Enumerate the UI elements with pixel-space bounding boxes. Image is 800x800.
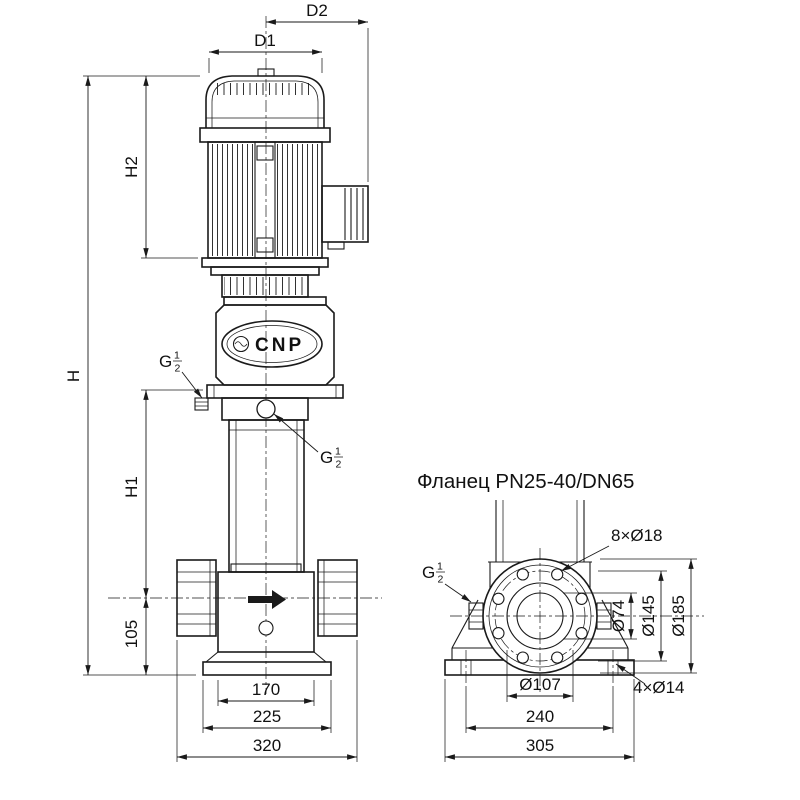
- foot-slope-left: [205, 651, 219, 663]
- lifting-lug-bottom: [256, 237, 274, 253]
- thread-numerator: 1: [437, 561, 443, 573]
- thread-letter: G: [320, 448, 333, 467]
- bolt-hole: [551, 568, 564, 581]
- cnp-logo-wave: [234, 341, 248, 347]
- thread-letter: G: [159, 352, 172, 371]
- dim-d145-label: Ø145: [639, 595, 658, 637]
- bolt-hole: [492, 627, 505, 640]
- bolt-hole: [575, 627, 588, 640]
- thread-denominator: 2: [438, 574, 444, 586]
- motor-flange-lower: [210, 266, 320, 276]
- bolt-hole: [551, 651, 564, 664]
- cnp-logo-text: CNP: [255, 335, 304, 356]
- front-view-dimensions: D2 D1 H H2 H1 105 170 225 320: [64, 1, 369, 762]
- dim-105-label: 105: [122, 620, 141, 648]
- front-view: CNP: [108, 16, 382, 694]
- gauge-port: [256, 399, 276, 419]
- flange-title: Фланец PN25-40/DN65: [417, 470, 634, 493]
- motor-fins-left: [211, 144, 255, 256]
- drain-plug: [258, 620, 274, 636]
- coupling-guard-slots: [224, 277, 306, 295]
- flange-view-dimensions: 8×Ø18 G 1 2 Ø74 Ø145 Ø185 4×Ø14 Ø107: [422, 526, 697, 762]
- motor-nameplate-channel: [254, 141, 276, 259]
- logo-badge: [221, 320, 323, 368]
- flange-view: Фланец PN25-40/DN65: [417, 470, 704, 695]
- dim-d74-label: Ø74: [609, 600, 628, 632]
- dim-base-holes-label: 4×Ø14: [633, 678, 685, 697]
- cable-gland: [327, 241, 345, 250]
- thread-label-boss: G 1 2: [422, 561, 472, 603]
- dim-h2-label: H2: [122, 156, 141, 178]
- fan-cover-inner: [211, 80, 319, 128]
- pump-column: [228, 419, 305, 573]
- head-top-plate: [223, 296, 327, 306]
- dim-240-label: 240: [526, 707, 554, 726]
- thread-label-gauge: G 1 2: [273, 413, 343, 471]
- dim-bolt-holes-label: 8×Ø18: [611, 526, 663, 545]
- dim-h1-label: H1: [122, 476, 141, 498]
- vent-plug: [194, 397, 209, 411]
- dim-d1-label: D1: [254, 31, 276, 50]
- fan-cover-rim: [199, 127, 331, 143]
- dim-d185-label: Ø185: [669, 595, 688, 637]
- foot-slope-right: [313, 651, 327, 663]
- leader-arrow: [444, 583, 472, 603]
- cnp-logo-icon: [232, 335, 250, 353]
- pump-body: [217, 571, 315, 653]
- lifting-lug-top: [256, 145, 274, 161]
- dim-h-label: H: [64, 370, 83, 382]
- discharge-flange: [317, 559, 358, 637]
- foot-slope: [601, 599, 629, 649]
- thread-label-vent: G 1 2: [159, 350, 203, 399]
- dim-305-label: 305: [526, 736, 554, 755]
- thread-numerator: 1: [335, 446, 341, 458]
- leader-arrow: [273, 413, 319, 453]
- leader-arrow: [615, 663, 646, 685]
- thread-letter: G: [422, 563, 435, 582]
- dim-d107-label: Ø107: [519, 675, 561, 694]
- flow-arrow: [248, 590, 286, 609]
- motor-flange-upper: [201, 257, 329, 268]
- thread-denominator: 2: [175, 363, 181, 375]
- bolt-hole: [492, 592, 505, 605]
- suction-flange: [176, 559, 217, 637]
- terminal-box: [321, 185, 369, 243]
- motor-fins-right: [275, 144, 319, 256]
- base-plate: [202, 661, 332, 676]
- fan-cover: [205, 75, 325, 128]
- dim-320-label: 320: [253, 736, 281, 755]
- foot-slope: [451, 599, 479, 649]
- head-flange-plate: [206, 384, 344, 399]
- bolt-hole: [575, 592, 588, 605]
- dim-225-label: 225: [253, 707, 281, 726]
- thread-numerator: 1: [174, 350, 180, 362]
- fan-cover-ribs: [216, 83, 314, 95]
- leader-arrow: [181, 371, 203, 399]
- bolt-hole: [516, 568, 529, 581]
- bolt-hole: [516, 651, 529, 664]
- logo-badge-inner: [226, 325, 318, 363]
- leader-arrow: [560, 545, 610, 572]
- dim-d2-label: D2: [306, 1, 328, 20]
- thread-denominator: 2: [336, 459, 342, 471]
- dim-170-label: 170: [252, 680, 280, 699]
